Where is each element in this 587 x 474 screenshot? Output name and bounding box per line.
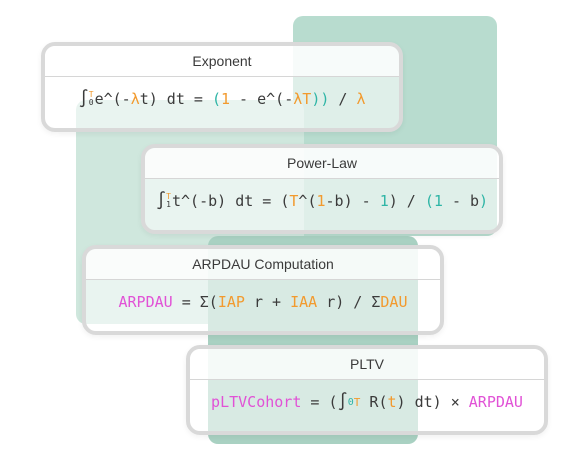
open-paren: ( <box>424 192 434 210</box>
open-paren: ( <box>280 192 290 210</box>
upper-limit: T <box>353 395 361 409</box>
formula-part: ^( <box>298 192 317 210</box>
number-one: 1 <box>379 192 389 210</box>
formula-part: t^(-b) dt = <box>171 192 281 210</box>
iaa-term: IAA <box>290 293 318 311</box>
card-title: Exponent <box>45 46 399 77</box>
formula-part: / <box>329 90 357 108</box>
formula-part: e^(- <box>94 90 131 108</box>
formula-part: = Σ( <box>172 293 218 311</box>
upper-limit: T <box>88 90 94 99</box>
formula-part: t) dt = <box>139 90 212 108</box>
formula-part: - b <box>442 192 480 210</box>
lower-limit: 0 <box>347 396 354 408</box>
formula-part: ) dt) × <box>396 393 469 411</box>
lambda-T: λT <box>293 90 312 108</box>
number-one: 1 <box>433 192 443 210</box>
card-title: ARPDAU Computation <box>86 249 440 280</box>
lower-limit: 1 <box>166 200 171 209</box>
card-title: Power-Law <box>145 148 499 179</box>
formula-part: r + <box>244 293 291 311</box>
arpdau-term: ARPDAU <box>468 393 523 411</box>
open-paren: ( <box>211 90 221 108</box>
T-symbol: T <box>289 192 299 210</box>
dau-term: DAU <box>380 293 408 311</box>
number-one: 1 <box>316 192 326 210</box>
integral-sign: ∫ <box>337 392 348 412</box>
arpdau-term: ARPDAU <box>118 293 173 311</box>
close-paren: )) <box>311 90 330 108</box>
card-title: PLTV <box>190 349 544 380</box>
close-paren: ) <box>479 192 489 210</box>
lambda-symbol: λ <box>130 90 140 108</box>
formula-part: r) / Σ <box>317 293 381 311</box>
integral-sign: ∫ <box>155 191 167 211</box>
pltv-cohort-term: pLTVCohort <box>211 393 302 411</box>
formula-part: = ( <box>301 393 338 411</box>
close-paren: ) <box>388 192 398 210</box>
lambda-symbol: λ <box>356 90 366 108</box>
integral-sign: ∫ <box>78 89 89 109</box>
number-one: 1 <box>221 90 231 108</box>
formula-part: -b) - <box>325 192 380 210</box>
t-symbol: t <box>387 393 397 411</box>
formula-part: - e^(- <box>230 90 294 108</box>
iap-term: IAP <box>217 293 245 311</box>
formula-part: R( <box>360 393 388 411</box>
arpdau-card: ARPDAU Computation ARPDAU = Σ(IAP r + IA… <box>82 245 444 335</box>
upper-limit: T <box>166 192 171 201</box>
lower-limit: 0 <box>88 98 94 107</box>
formula-part: / <box>397 192 425 210</box>
